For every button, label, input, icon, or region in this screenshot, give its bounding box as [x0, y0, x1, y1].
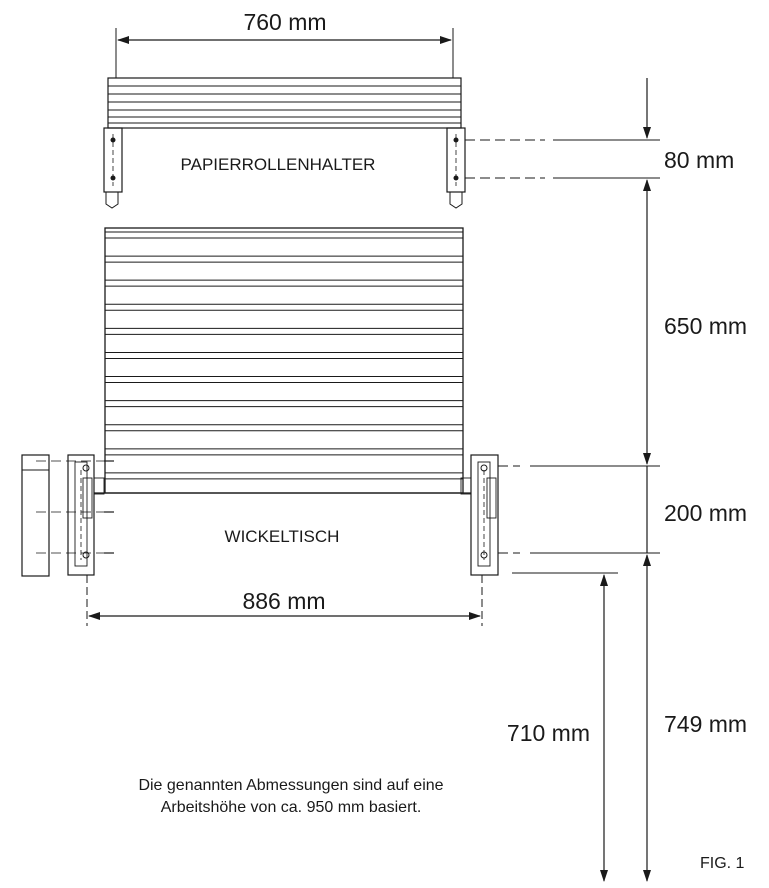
dim-bottom-width: 886 mm — [86, 575, 483, 626]
changing-table-panel — [104, 227, 464, 494]
dim-holder-height: 80 mm — [643, 78, 734, 240]
dim-height-outer-label: 749 mm — [664, 711, 747, 737]
right-hinge-assembly — [460, 454, 499, 576]
dim-holder-height-label: 80 mm — [664, 147, 734, 173]
dim-bottom-width-label: 886 mm — [242, 588, 325, 614]
dim-height-outer: 749 mm — [643, 554, 747, 882]
dim-height-inner: 710 mm — [507, 574, 608, 882]
dim-height-inner-label: 710 mm — [507, 720, 590, 746]
dim-panel-height-label: 650 mm — [664, 313, 747, 339]
note-line-2: Arbeitshöhe von ca. 950 mm basiert. — [161, 799, 422, 816]
paper-roll-holder: PAPIERROLLENHALTER — [103, 77, 466, 209]
figure-label: FIG. 1 — [700, 855, 745, 872]
left-hinge-assembly — [21, 454, 105, 577]
dim-top-width-label: 760 mm — [243, 9, 326, 35]
paper-holder-label: PAPIERROLLENHALTER — [181, 155, 376, 174]
dim-panel-height: 650 mm — [643, 240, 747, 465]
dim-table-height: 200 mm — [646, 466, 747, 553]
dim-table-height-label: 200 mm — [664, 500, 747, 526]
note-line-1: Die genannten Abmessungen sind auf eine — [138, 777, 443, 794]
changing-table-label: WICKELTISCH — [225, 527, 340, 546]
dim-top-width: 760 mm — [115, 9, 454, 78]
